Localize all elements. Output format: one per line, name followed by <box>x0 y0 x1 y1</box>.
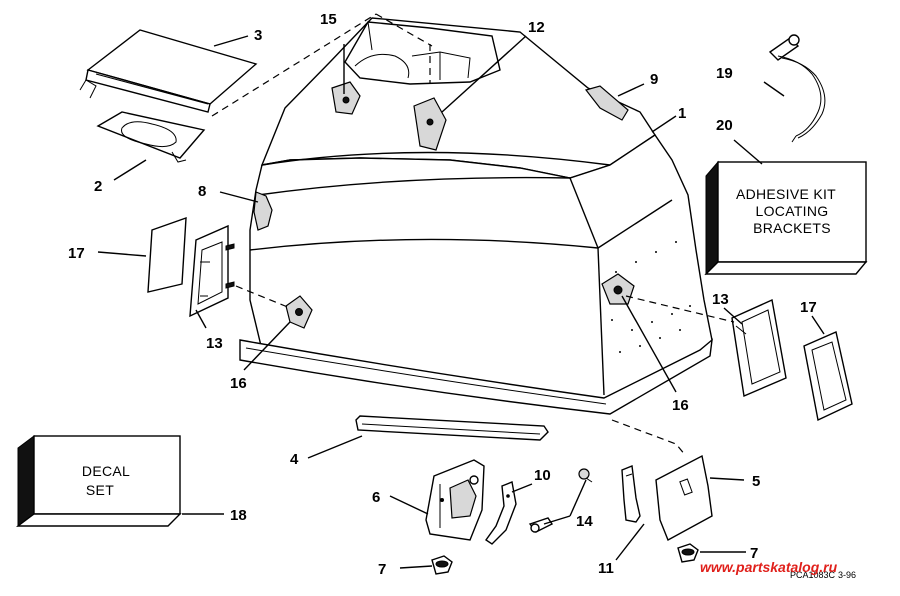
grommet-top-left <box>331 81 361 115</box>
seal-strip <box>584 85 629 121</box>
callout-17-left: 17 <box>68 245 85 262</box>
callout-12: 12 <box>528 19 545 36</box>
decal-box-line-1: DECAL <box>82 463 130 479</box>
grommet-bottom-right <box>677 543 699 563</box>
leader-lines <box>97 35 825 569</box>
callout-11: 11 <box>598 560 614 577</box>
callout-6: 6 <box>372 489 380 506</box>
adhesive-box-line-2: LOCATING <box>756 203 829 219</box>
intake-gasket <box>96 111 206 163</box>
callout-9: 9 <box>650 71 658 88</box>
decal-box-line-2: SET <box>86 482 114 498</box>
callout-4: 4 <box>290 451 299 468</box>
callout-15: 15 <box>320 11 337 28</box>
callout-18: 18 <box>230 507 247 524</box>
callout-17-right: 17 <box>800 299 817 316</box>
callout-5: 5 <box>752 473 760 490</box>
latch-plate <box>655 454 713 541</box>
screw-upper <box>578 468 593 483</box>
callout-19: 19 <box>716 65 733 82</box>
adhesive-box-line-3: BRACKETS <box>753 220 831 236</box>
drawing-code: PCA1083C <box>790 570 836 580</box>
side-latch <box>253 191 273 231</box>
callout-13-left: 13 <box>206 335 223 352</box>
grommet-top-center <box>413 97 447 151</box>
callout-7-left: 7 <box>378 561 386 578</box>
cover-rivet-dots <box>611 241 691 353</box>
adhesive-kit-box: ADHESIVE KIT LOCATING BRACKETS <box>704 160 868 276</box>
bracket-frame-right <box>731 298 787 397</box>
tube-coil <box>768 34 826 143</box>
decal-frame-right <box>803 331 853 422</box>
decal-set-box: DECAL SET <box>15 435 182 527</box>
callout-13-right: 13 <box>712 291 729 308</box>
adhesive-box-line-1: ADHESIVE KIT <box>736 186 836 202</box>
callout-3: 3 <box>254 27 262 44</box>
callout-16-right: 16 <box>672 397 689 414</box>
callout-2: 2 <box>94 178 102 195</box>
callout-1: 1 <box>678 105 686 122</box>
callout-14: 14 <box>576 513 593 530</box>
drawing-date: 3-96 <box>838 570 856 580</box>
alignment-lines <box>211 13 735 457</box>
grommet-bottom-left <box>431 555 453 575</box>
engine-cover <box>239 17 713 415</box>
watermark: www.partskatalog.ru <box>700 559 838 575</box>
top-lid <box>79 29 258 113</box>
callout-16-left: 16 <box>230 375 247 392</box>
decal-plate-left <box>147 216 187 293</box>
latch-bracket <box>425 459 485 541</box>
bracket-plate-left <box>189 224 235 318</box>
callout-20: 20 <box>716 117 733 134</box>
callout-10: 10 <box>534 467 551 484</box>
callout-7-right: 7 <box>750 545 758 562</box>
callout-numbers: 3 2 15 12 9 1 19 20 8 17 13 16 16 13 17 … <box>68 11 817 578</box>
callout-8: 8 <box>198 183 206 200</box>
spring-clip <box>485 481 517 545</box>
screw-lower <box>528 517 554 533</box>
latch-hook <box>621 465 641 523</box>
grommet-front-left <box>285 295 313 329</box>
seal-rubber-strip <box>355 415 549 441</box>
